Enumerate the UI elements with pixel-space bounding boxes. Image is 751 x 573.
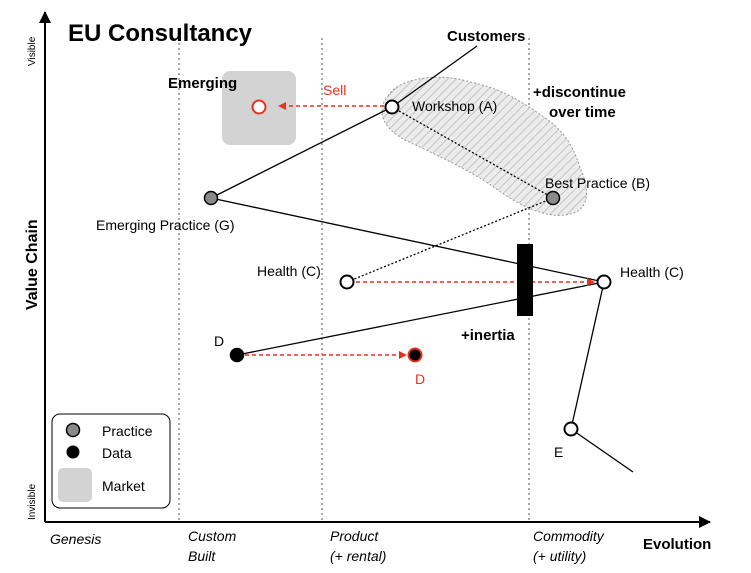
workshop-label: Workshop (A)	[412, 98, 497, 114]
legend-market-icon	[58, 468, 92, 502]
y-axis-invisible-label: Invisible	[27, 483, 38, 520]
stage-genesis: Genesis	[50, 531, 101, 547]
legend-market-label: Market	[102, 478, 145, 494]
health-product-label: Health (C)	[257, 263, 321, 279]
inertia-bar	[517, 244, 533, 316]
link-emerging-practice-health	[210, 197, 605, 283]
data-d-moved-label: D	[415, 371, 425, 387]
legend: Practice Data Market	[51, 413, 171, 509]
legend-practice-icon	[65, 422, 81, 438]
discontinue-label-2: over time	[549, 104, 616, 121]
discontinue-label-1: +discontinue	[533, 84, 626, 101]
sell-label: Sell	[323, 82, 346, 98]
x-axis-title: Evolution	[643, 536, 711, 553]
link-customers-workshop	[391, 45, 478, 108]
inertia-label: +inertia	[461, 327, 515, 344]
stage-custom-line1: Custom	[188, 528, 237, 544]
y-axis-title: Value Chain	[24, 219, 41, 310]
stage-custom-line2: Built	[188, 548, 216, 564]
map-title: EU Consultancy	[68, 20, 253, 47]
legend-practice-label: Practice	[102, 423, 153, 439]
best-practice-label: Best Practice (B)	[545, 175, 650, 191]
health-commodity-label: Health (C)	[620, 264, 684, 280]
emerging-practice-node	[203, 190, 219, 206]
legend-data-icon	[66, 445, 80, 459]
link-health-e	[570, 281, 605, 430]
legend-data-label: Data	[102, 445, 132, 461]
customers-label: Customers	[447, 28, 525, 45]
emerging-label: Emerging	[168, 75, 237, 92]
dotted-health-bestpractice	[346, 197, 554, 283]
dotted-workshop-bestpractice	[391, 106, 554, 199]
health-product-node	[339, 274, 355, 290]
emerging-workshop-node	[251, 99, 267, 115]
link-e-down	[570, 428, 634, 473]
stage-commodity-line2: (+ utility)	[533, 548, 586, 564]
stage-product-line2: (+ rental)	[330, 548, 386, 564]
e-label: E	[554, 444, 563, 460]
e-node	[563, 421, 579, 437]
data-d-node	[229, 347, 245, 363]
best-practice-node	[545, 190, 561, 206]
stage-product-line1: Product	[330, 528, 379, 544]
stage-commodity-line1: Commodity	[533, 528, 605, 544]
link-data-health	[236, 281, 605, 356]
health-commodity-node	[596, 274, 612, 290]
data-d-label: D	[214, 333, 224, 349]
y-axis-visible-label: Visible	[27, 36, 38, 66]
workshop-node	[384, 99, 400, 115]
discontinue-area	[381, 76, 588, 216]
emerging-practice-label: Emerging Practice (G)	[96, 217, 234, 233]
data-d-moved-node	[407, 347, 423, 363]
link-workshop-emerging-practice	[210, 106, 393, 199]
